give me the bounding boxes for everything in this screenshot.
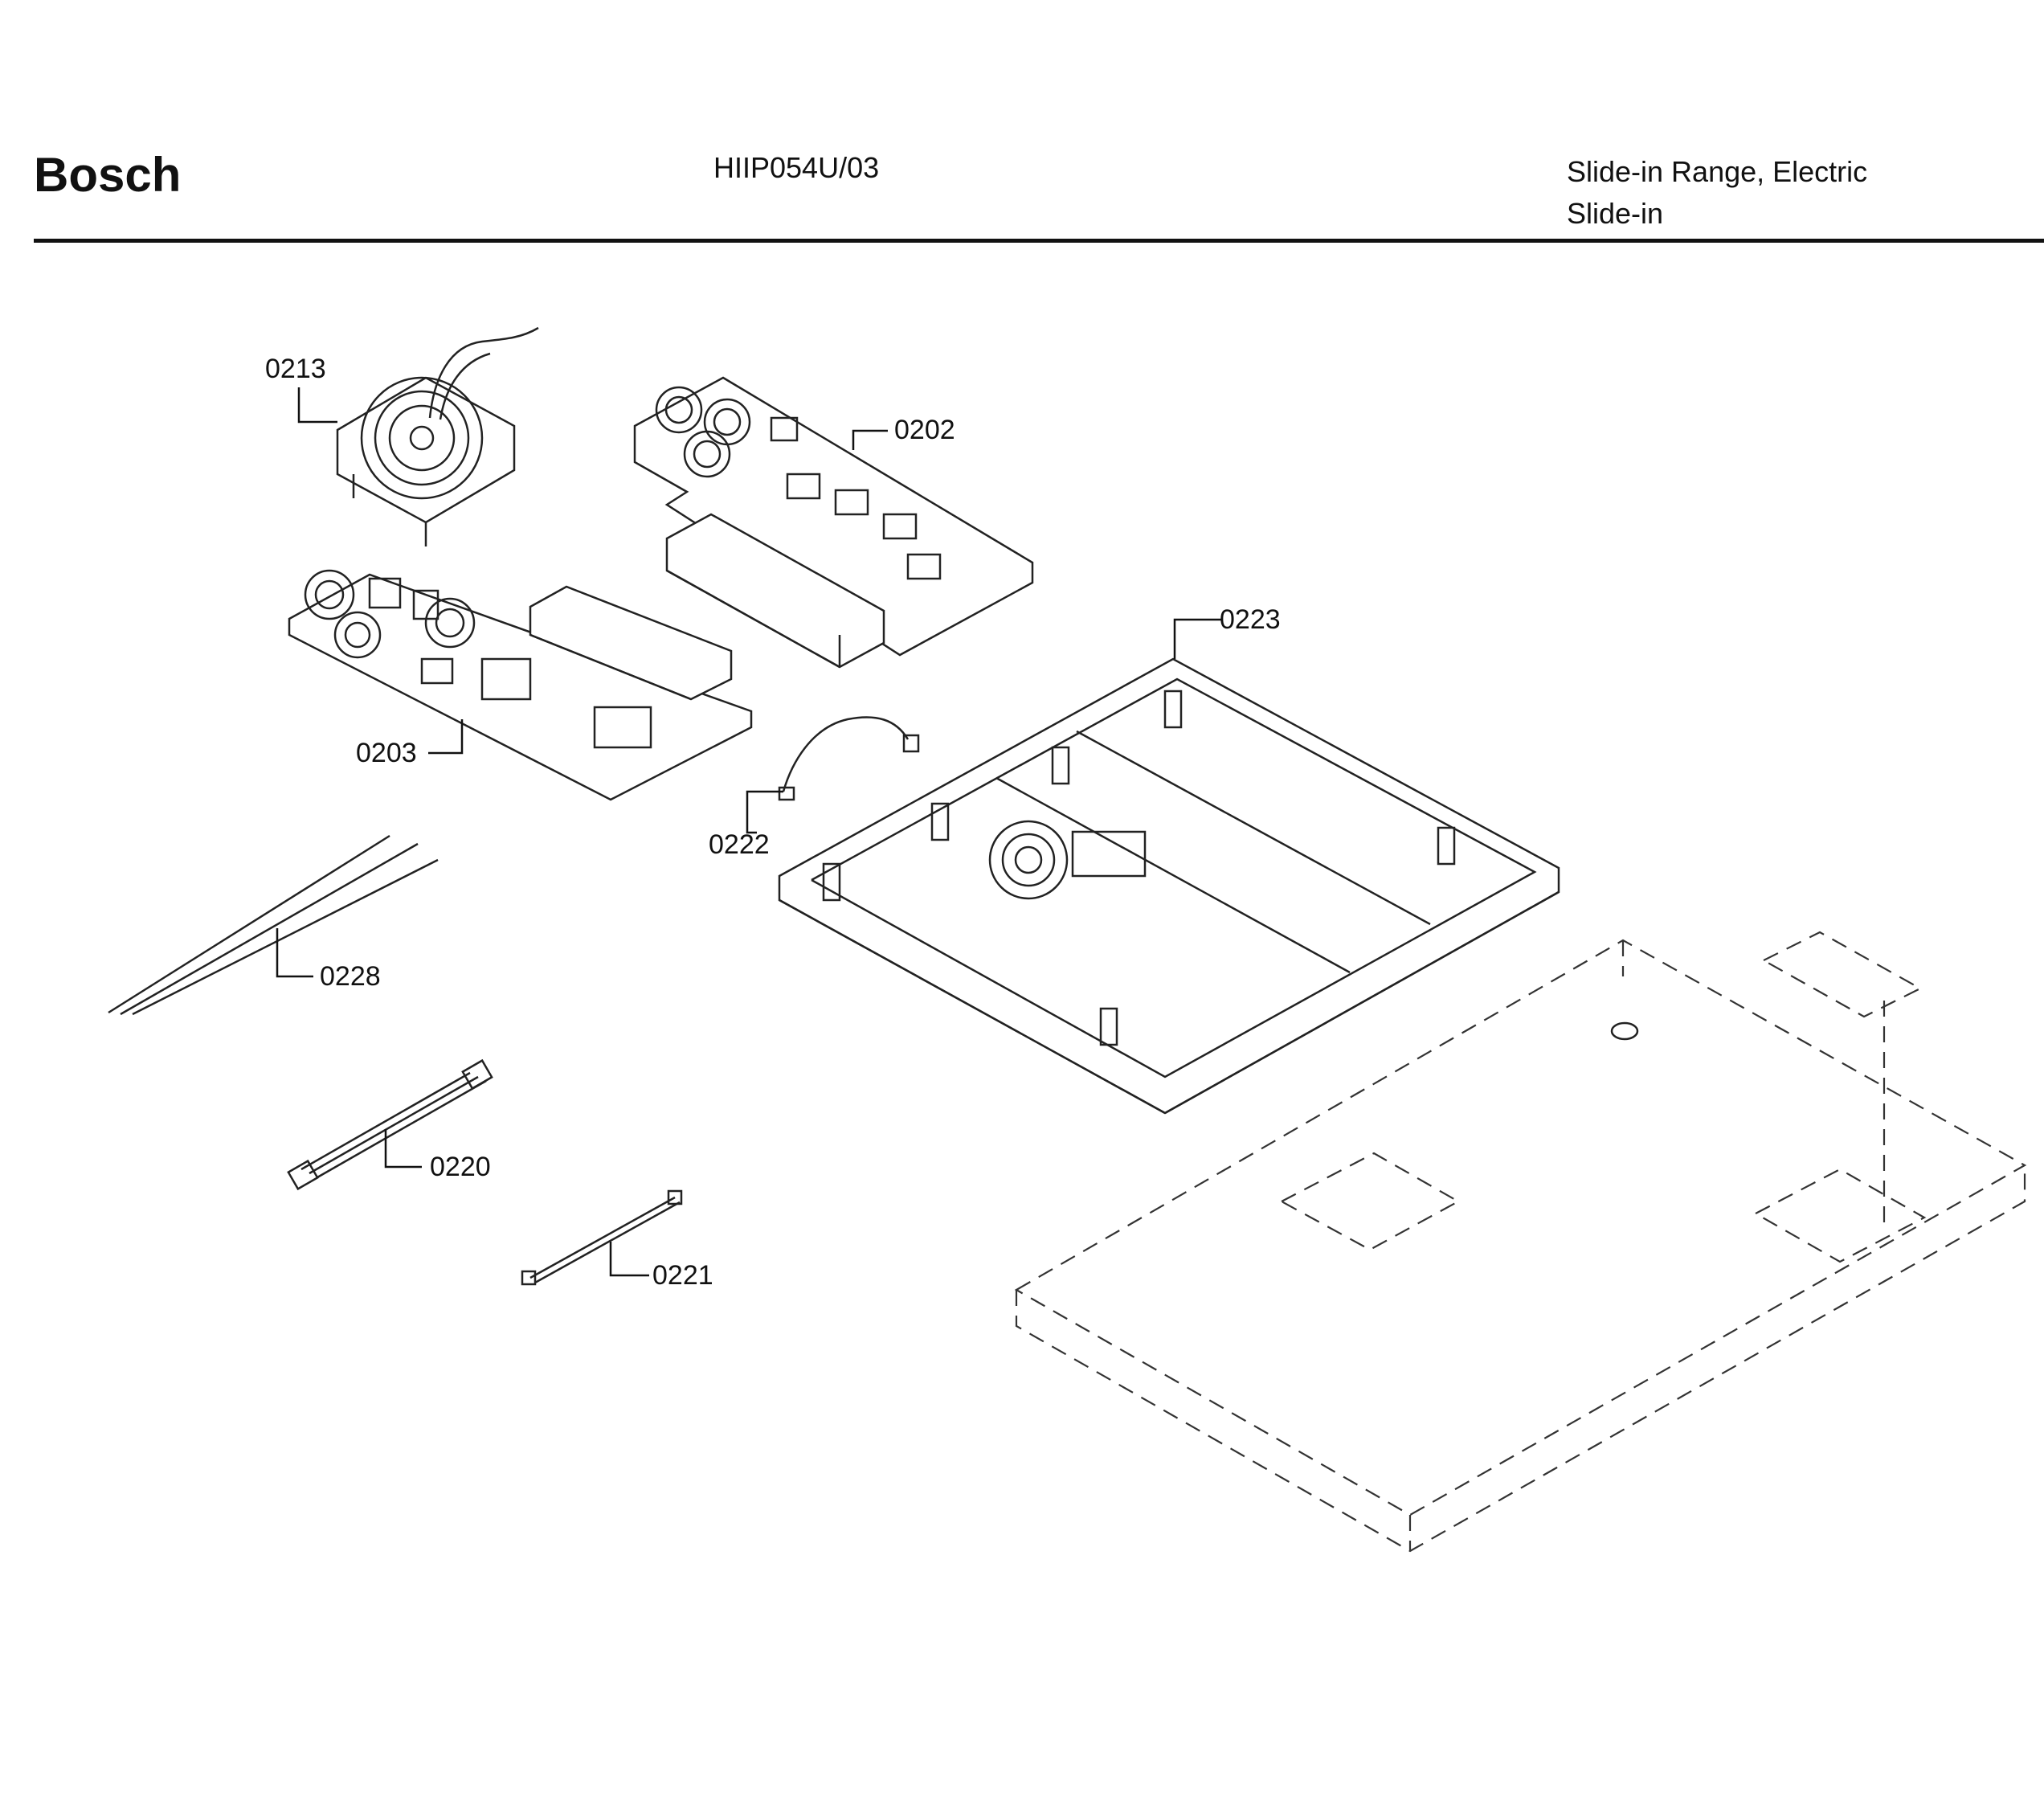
fan-assembly-drawing [336, 326, 539, 546]
callout-0228[interactable]: 0228 [320, 961, 381, 992]
callout-0221[interactable]: 0221 [652, 1260, 713, 1291]
lower-board-drawing [288, 569, 753, 801]
callout-0213[interactable]: 0213 [265, 354, 326, 384]
chassis-dashed-drawing [1014, 931, 2027, 1553]
callout-0222[interactable]: 0222 [709, 829, 770, 860]
category-line-1: Slide-in Range, Electric [1567, 155, 1868, 188]
model-number: HIIP054U/03 [713, 151, 880, 184]
short-harness-drawing [778, 716, 920, 801]
wire-leads-drawing [108, 834, 439, 1016]
connector-cable-drawing [521, 1189, 683, 1286]
callout-0223[interactable]: 0223 [1220, 604, 1281, 635]
leader-lines [276, 387, 1221, 1277]
callout-0220[interactable]: 0220 [430, 1152, 491, 1182]
housing-tray-drawing [778, 657, 1560, 1115]
header-divider [34, 239, 2044, 243]
category-line-2: Slide-in [1567, 197, 1664, 230]
callout-0202[interactable]: 0202 [894, 415, 955, 445]
ribbon-harness-drawing [287, 1058, 493, 1191]
upper-board-drawing [633, 376, 1034, 669]
appliance-category: Slide-in Range, Electric Slide-in [1567, 151, 1867, 235]
callout-0203[interactable]: 0203 [356, 738, 417, 768]
brand-logo: Bosch [34, 148, 182, 202]
